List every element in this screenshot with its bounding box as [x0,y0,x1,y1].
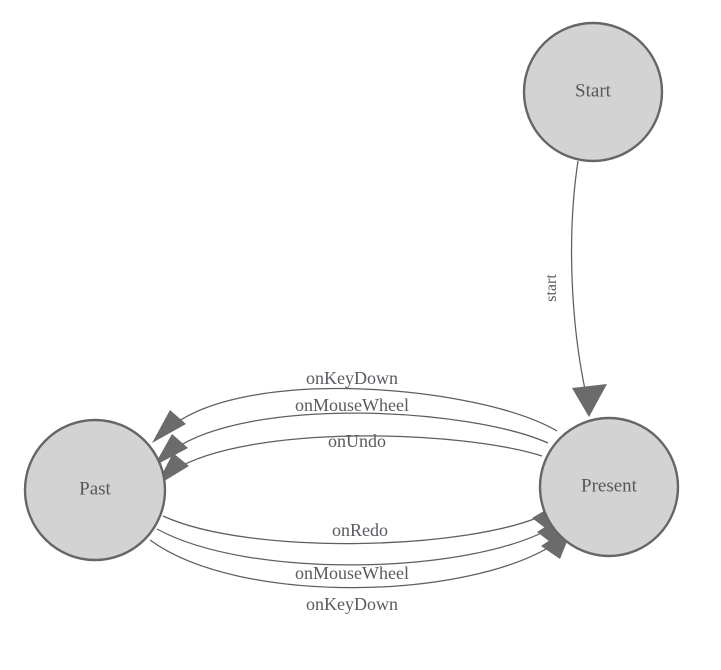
edge-present-to-past-onundo[interactable]: onUndo [156,431,543,486]
edge-start-to-present-path [570,160,587,395]
node-present[interactable]: Present [538,416,680,558]
node-present-circle [538,416,680,558]
node-start[interactable]: Start [522,21,664,163]
edge-past-to-present-onredo[interactable]: onRedo [162,498,566,545]
edge-label-present-to-past-onundo: onUndo [328,431,386,451]
edge-label-start: start [543,274,560,302]
edge-label-past-to-present-onmousewheel: onMouseWheel [295,563,409,583]
edge-past-to-present-onmousewheel-path [156,527,552,566]
arrowhead-start-to-present [572,384,607,417]
edge-label-past-to-present-onredo: onRedo [332,520,388,540]
node-start-label: Start [575,80,612,101]
edge-present-to-past-onmousewheel-path [172,412,549,451]
node-past-circle [23,418,167,562]
edge-present-to-past-onundo-path [173,435,543,471]
edge-start-to-present[interactable]: start [543,160,607,417]
edge-present-to-past-onkeydown[interactable]: onKeyDown [152,368,558,443]
arrowhead-present-to-past-onmousewheel [154,434,188,466]
arrowhead-present-to-past-onkeydown [152,410,186,443]
node-start-circle [522,21,664,163]
edge-past-to-present-onkeydown-path [149,539,557,589]
node-past[interactable]: Past [23,418,167,562]
edge-label-present-to-past-onmousewheel: onMouseWheel [295,395,409,415]
edge-present-to-past-onmousewheel[interactable]: onMouseWheel [154,395,549,466]
edge-present-to-past-onkeydown-path [171,387,558,432]
node-present-label: Present [581,475,638,496]
edge-label-present-to-past-onkeydown: onKeyDown [306,368,398,388]
node-past-label: Past [79,478,111,499]
edge-label-past-to-present-onkeydown: onKeyDown [306,594,398,614]
edge-past-to-present-onredo-path [162,513,547,545]
